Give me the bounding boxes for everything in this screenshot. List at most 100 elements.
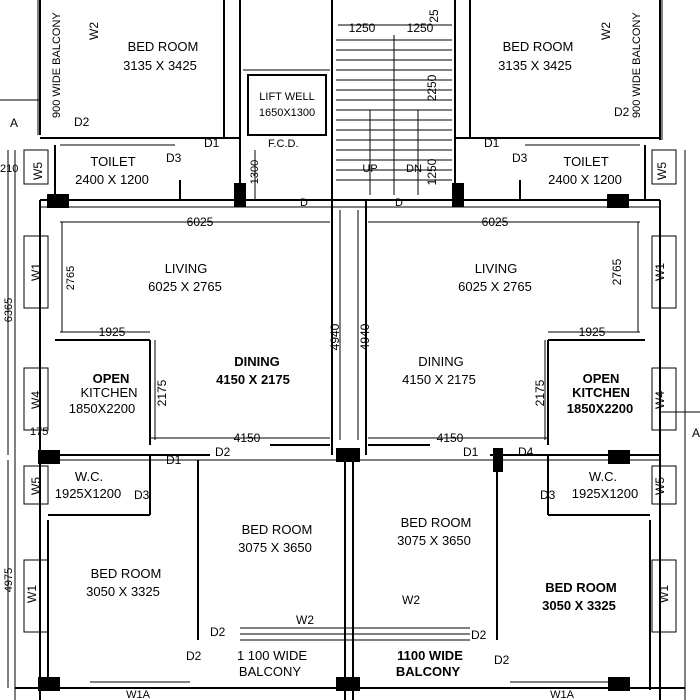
bed-room-top-right-size: 3135 X 3425 bbox=[498, 58, 572, 73]
door-d2-lower-right-a: D2 bbox=[471, 628, 487, 642]
dim-1250-b: 1250 bbox=[407, 21, 434, 35]
window-w1a-left: W1A bbox=[126, 689, 151, 700]
door-d2-lower-left-a: D2 bbox=[210, 625, 226, 639]
living-right-size: 6025 X 2765 bbox=[458, 279, 532, 294]
toilet-right-label: TOILET bbox=[563, 154, 608, 169]
window-w1-lower-left bbox=[23, 559, 49, 633]
bed-room-mid-right-size: 3075 X 3650 bbox=[397, 533, 471, 548]
lift-well-size: 1650X1300 bbox=[259, 107, 315, 119]
balcony-left-line1: 1 100 WIDE bbox=[237, 648, 307, 663]
section-a-left: A bbox=[10, 116, 18, 130]
window-w5-lower-left-label: W5 bbox=[29, 477, 43, 495]
door-d2-mid-left: D2 bbox=[215, 445, 231, 459]
dim-2765-right: 2765 bbox=[610, 258, 624, 285]
door-d1-mid-left: D1 bbox=[166, 453, 182, 467]
dim-1250-a: 1250 bbox=[349, 21, 376, 35]
window-w2-balcony-left: W2 bbox=[296, 613, 314, 627]
dim-4150-left: 4150 bbox=[234, 431, 261, 445]
dim-2250: 2250 bbox=[425, 74, 439, 101]
window-w2-top-left: W2 bbox=[87, 22, 101, 40]
living-left-size: 6025 X 2765 bbox=[148, 279, 222, 294]
dim-4940-left: 4940 bbox=[328, 323, 342, 350]
window-w5-lower-left bbox=[23, 465, 49, 505]
bed-room-top-left-size: 3135 X 3425 bbox=[123, 58, 197, 73]
wc-left-label: W.C. bbox=[75, 469, 103, 484]
door-d2-lower-right-b: D2 bbox=[494, 653, 510, 667]
bed-room-mid-left-label: BED ROOM bbox=[242, 522, 313, 537]
bed-room-bottom-left-size: 3050 X 3325 bbox=[86, 584, 160, 599]
window-w1-right bbox=[651, 235, 677, 309]
walls bbox=[14, 0, 686, 700]
toilet-right-size: 2400 X 1200 bbox=[548, 172, 622, 187]
bed-room-top-right-label: BED ROOM bbox=[503, 39, 574, 54]
bed-room-top-left-label: BED ROOM bbox=[128, 39, 199, 54]
kitchen-right-size: 1850X2200 bbox=[567, 401, 634, 416]
dim-1925-right: 1925 bbox=[579, 325, 606, 339]
dim-4150-right: 4150 bbox=[437, 431, 464, 445]
columns bbox=[38, 183, 630, 691]
kitchen-right-line1: OPEN bbox=[583, 371, 620, 386]
door-d-right: D bbox=[395, 197, 403, 209]
lift-well-box bbox=[247, 74, 327, 136]
wc-right-size: 1925X1200 bbox=[572, 486, 639, 501]
door-d1-top-right: D1 bbox=[484, 136, 500, 150]
dim-6025-right: 6025 bbox=[482, 215, 509, 229]
window-w1-lower-left-label: W1 bbox=[25, 585, 39, 603]
window-w5-lower-right-label: W5 bbox=[653, 477, 667, 495]
door-d2-top-left: D2 bbox=[74, 115, 90, 129]
kitchen-left-size: 1850X2200 bbox=[69, 401, 136, 416]
window-w1-left-label: W1 bbox=[29, 263, 43, 281]
door-d3-top-left: D3 bbox=[166, 151, 182, 165]
bed-room-bottom-right-size: 3050 X 3325 bbox=[542, 598, 616, 613]
dim-6365: 6365 bbox=[3, 298, 15, 322]
window-w1-right-label: W1 bbox=[653, 263, 667, 281]
bed-room-bottom-right-label: BED ROOM bbox=[545, 580, 617, 595]
stair-down-label: DN bbox=[406, 163, 422, 175]
living-right-label: LIVING bbox=[475, 261, 518, 276]
windows bbox=[23, 74, 677, 633]
dining-left-size: 4150 X 2175 bbox=[216, 372, 290, 387]
dim-2175-right: 2175 bbox=[533, 379, 547, 406]
balcony-right-line2: BALCONY bbox=[396, 664, 461, 679]
dining-right-label: DINING bbox=[418, 354, 464, 369]
window-w1-left bbox=[23, 235, 49, 309]
wc-right-label: W.C. bbox=[589, 469, 617, 484]
kitchen-right-line2: KITCHEN bbox=[572, 385, 630, 400]
toilet-left-label: TOILET bbox=[90, 154, 135, 169]
balcony-left-line2: BALCONY bbox=[239, 664, 301, 679]
dim-2175-left: 2175 bbox=[155, 379, 169, 406]
dim-25: 25 bbox=[427, 9, 441, 23]
stair-up-label: UP bbox=[362, 163, 377, 175]
living-left-label: LIVING bbox=[165, 261, 208, 276]
window-w4-left bbox=[23, 367, 49, 431]
dim-1300: 1300 bbox=[249, 160, 261, 184]
door-d2-top-right: D2 bbox=[614, 105, 630, 119]
window-w2-balcony-right: W2 bbox=[402, 593, 420, 607]
window-w1a-right: W1A bbox=[550, 689, 575, 700]
window-w5-top-right-label: W5 bbox=[655, 162, 669, 180]
balcony-top-left-label: 900 WIDE BALCONY bbox=[51, 12, 63, 118]
fcd-label: F.C.D. bbox=[268, 138, 299, 150]
dim-4975: 4975 bbox=[3, 568, 15, 592]
section-a-right: A bbox=[692, 426, 700, 440]
kitchen-left-line2: KITCHEN bbox=[80, 385, 137, 400]
dim-1250-c: 1250 bbox=[425, 158, 439, 185]
door-d4: D4 bbox=[518, 445, 534, 459]
window-w4-right bbox=[651, 367, 677, 431]
balcony-top-right-label: 900 WIDE BALCONY bbox=[631, 12, 643, 118]
door-d3-top-right: D3 bbox=[512, 151, 528, 165]
window-w1-lower-right-label: W1 bbox=[657, 585, 671, 603]
door-d1-mid-right: D1 bbox=[463, 445, 479, 459]
lift-well-label: LIFT WELL bbox=[259, 91, 314, 103]
dining-left-label: DINING bbox=[234, 354, 280, 369]
door-d1-top-left: D1 bbox=[204, 136, 220, 150]
dim-175: 175 bbox=[30, 426, 48, 438]
door-d3-lower-right: D3 bbox=[540, 488, 556, 502]
door-d-left: D bbox=[300, 197, 308, 209]
door-d3-lower-left: D3 bbox=[134, 488, 150, 502]
wc-left-size: 1925X1200 bbox=[55, 486, 122, 501]
window-w2-top-right: W2 bbox=[599, 22, 613, 40]
window-w5-top-left bbox=[23, 149, 49, 185]
door-d2-lower-left-b: D2 bbox=[186, 649, 202, 663]
